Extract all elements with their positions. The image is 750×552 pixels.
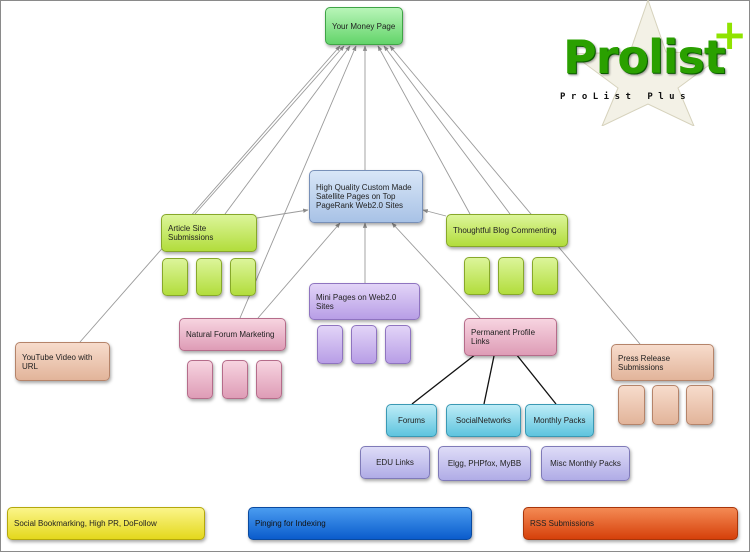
press-child-box[interactable]: [618, 385, 645, 425]
bar-social-bookmarking[interactable]: Social Bookmarking, High PR, DoFollow: [7, 507, 205, 540]
node-label: Your Money Page: [332, 21, 396, 31]
press-child-box[interactable]: [686, 385, 713, 425]
node-elgg-phpfox-mybb[interactable]: Elgg, PHPfox, MyBB: [438, 446, 531, 481]
node-blog-commenting[interactable]: Thoughtful Blog Commenting: [446, 214, 568, 247]
bar-rss-submissions[interactable]: RSS Submissions: [523, 507, 738, 540]
prolist-logo: [570, 0, 726, 126]
article-child-box[interactable]: [230, 258, 256, 296]
edge-press-money: [389, 45, 641, 345]
forum-child-box[interactable]: [222, 360, 248, 399]
bar-pinging[interactable]: Pinging for Indexing: [248, 507, 472, 540]
node-forum-marketing[interactable]: Natural Forum Marketing: [179, 318, 286, 351]
edge-blog-money: [377, 45, 471, 215]
forum-child-box[interactable]: [187, 360, 213, 399]
node-monthly-packs[interactable]: Monthly Packs: [525, 404, 594, 437]
edge-forum-money: [239, 45, 357, 319]
bar-label: Pinging for Indexing: [255, 519, 326, 528]
node-label: Natural Forum Marketing: [186, 330, 275, 339]
node-satellite-pages[interactable]: High Quality Custom Made Satellite Pages…: [309, 170, 423, 223]
node-profile-links[interactable]: Permanent Profile Links: [464, 318, 557, 356]
press-child-box[interactable]: [652, 385, 679, 425]
edge-article-satellite: [256, 208, 309, 219]
node-label: EDU Links: [376, 458, 414, 467]
blog-child-box[interactable]: [532, 257, 558, 295]
node-youtube-video[interactable]: YouTube Video with URL: [15, 342, 110, 381]
node-article-submissions[interactable]: Article Site Submissions: [161, 214, 257, 252]
node-label: Mini Pages on Web2.0 Sites: [316, 292, 397, 311]
edge-article-money: [194, 45, 345, 215]
edge-profile-monthly: [515, 353, 557, 405]
node-label: YouTube Video with URL: [22, 352, 93, 371]
logo-plus-icon: +: [712, 10, 748, 59]
bar-label: RSS Submissions: [530, 519, 595, 528]
edge-blog2-money: [383, 45, 511, 215]
node-label: Monthly Packs: [533, 416, 586, 425]
edge-youtube-money: [79, 45, 341, 343]
forum-child-box[interactable]: [256, 360, 282, 399]
mini-child-box[interactable]: [317, 325, 343, 364]
node-label: Permanent Profile Links: [471, 328, 536, 346]
mini-child-box[interactable]: [351, 325, 377, 364]
node-label: Article Site Submissions: [168, 224, 214, 242]
edge-profile-satellite: [391, 222, 481, 319]
node-label: Forums: [397, 416, 426, 425]
node-label: Elgg, PHPfox, MyBB: [447, 459, 522, 468]
node-money-page[interactable]: Your Money Page: [325, 7, 403, 45]
node-label: Misc Monthly Packs: [550, 459, 621, 468]
blog-child-box[interactable]: [464, 257, 490, 295]
node-label: High Quality Custom Made Satellite Pages…: [316, 183, 412, 210]
edge-article2-money: [224, 45, 351, 215]
edge-profile-social: [483, 355, 495, 405]
edge-forum-satellite: [257, 222, 341, 319]
mini-child-box[interactable]: [385, 325, 411, 364]
node-edu-links[interactable]: EDU Links: [360, 446, 430, 479]
edge-profile-forums: [411, 353, 477, 405]
node-press-release[interactable]: Press Release Submissions: [611, 344, 714, 381]
edge-blog-satellite: [422, 209, 447, 217]
node-label: Press Release Submissions: [618, 353, 671, 372]
node-mini-pages[interactable]: Mini Pages on Web2.0 Sites: [309, 283, 420, 320]
article-child-box[interactable]: [196, 258, 222, 296]
logo-tagline: ProList Plus: [560, 92, 692, 102]
article-child-box[interactable]: [162, 258, 188, 296]
blog-child-box[interactable]: [498, 257, 524, 295]
bar-label: Social Bookmarking, High PR, DoFollow: [14, 519, 157, 528]
node-forums[interactable]: Forums: [386, 404, 437, 437]
logo-wordmark: Prolist: [563, 30, 726, 84]
node-label: Thoughtful Blog Commenting: [453, 226, 557, 235]
node-misc-monthly[interactable]: Misc Monthly Packs: [541, 446, 630, 481]
node-social-networks[interactable]: SocialNetworks: [446, 404, 521, 437]
node-label: SocialNetworks: [455, 416, 512, 425]
